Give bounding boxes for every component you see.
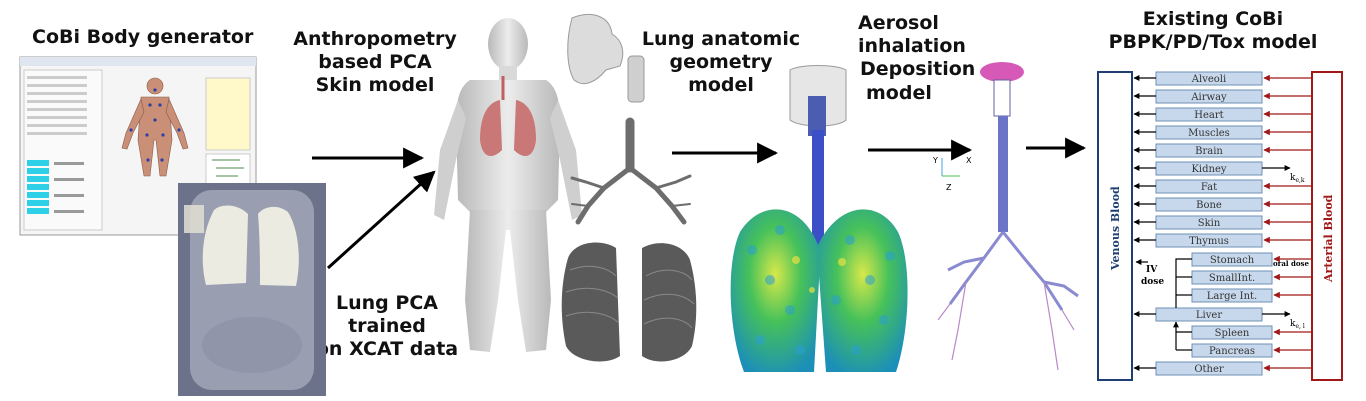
svg-text:Thymus: Thymus (1189, 236, 1229, 247)
pbpk-line-1: Existing CoBi (1142, 8, 1284, 30)
venous-blood-box (1097, 71, 1133, 381)
lung-geometry-line-1: Lung anatomic (641, 28, 801, 50)
svg-text:Bone: Bone (1196, 200, 1222, 211)
lung-surface (561, 242, 697, 362)
lung-pca-line-3: on XCAT data (315, 338, 459, 361)
compartment-pancreas: Pancreas (1191, 343, 1273, 358)
svg-text:Kidney: Kidney (1191, 164, 1226, 175)
compartment-bone: Bone (1155, 197, 1263, 212)
human-body-model (434, 18, 582, 352)
axis-y-label: Y (932, 156, 938, 165)
pbpk-line-2: PBPK/PD/Tox model (1108, 31, 1318, 54)
lung-geometry-label: Lung anatomic geometry model (636, 28, 806, 98)
liver-elimination-label: ke, l (1290, 319, 1305, 330)
lung-geometry-line-2: geometry (669, 51, 773, 74)
compartment-spleen: Spleen (1191, 325, 1273, 340)
compartment-liver: Liver (1155, 307, 1263, 322)
svg-text:Alveoli: Alveoli (1191, 74, 1226, 85)
pca-skin-line-1: Anthropometry (293, 28, 457, 50)
compartment-other: Other (1155, 361, 1263, 376)
svg-text:Muscles: Muscles (1188, 128, 1230, 139)
pca-skin-label: Anthropometry based PCA Skin model (290, 28, 460, 98)
lung-pca-line-1: Lung PCA (336, 292, 438, 314)
svg-text:Large Int.: Large Int. (1207, 291, 1257, 302)
arterial-flow-arrows (1263, 74, 1312, 372)
axis-x-label: X (966, 156, 972, 165)
xcat-torso-scan (178, 183, 326, 396)
lung-pca-label: Lung PCA trained on XCAT data (312, 292, 462, 362)
compartment-muscles: Muscles (1155, 125, 1263, 140)
svg-text:Spleen: Spleen (1215, 328, 1250, 339)
arterial-blood-box (1311, 71, 1343, 381)
aerosol-label: Aerosol inhalation Deposition model (858, 12, 1048, 105)
svg-text:Fat: Fat (1201, 182, 1217, 193)
axes-indicator: Y X Z (932, 156, 972, 192)
compartment-fat: Fat (1155, 179, 1263, 194)
pbpk-label: Existing CoBi PBPK/PD/Tox model (1088, 8, 1338, 54)
compartment-skin: Skin (1155, 215, 1263, 230)
pca-skin-line-3: Skin model (315, 74, 435, 97)
arterial-blood-label: Arterial Blood (1322, 194, 1335, 283)
compartment-stomach: Stomach (1191, 252, 1273, 267)
lung-pca-line-2: trained (348, 315, 426, 338)
oral-dose-label: oral dose (1273, 259, 1309, 268)
compartment-large-int: Large Int. (1191, 288, 1273, 303)
body-generator-figure (121, 77, 189, 177)
svg-text:Other: Other (1194, 364, 1224, 375)
aerosol-line-1: Aerosol inhalation (858, 12, 966, 58)
svg-text:Brain: Brain (1195, 146, 1223, 157)
cfd-lung-model (730, 65, 908, 372)
svg-text:Heart: Heart (1194, 110, 1223, 121)
venous-blood-label: Venous Blood (1109, 186, 1122, 271)
bronchial-tree (570, 117, 692, 225)
svg-text:Airway: Airway (1190, 92, 1227, 103)
iv-dose-label-1: IV (1146, 265, 1158, 275)
svg-text:Liver: Liver (1196, 310, 1222, 321)
lung-geometry-line-3: model (688, 74, 754, 97)
aerosol-line-2: Deposition (860, 58, 976, 81)
venous-flow-arrows (1133, 75, 1291, 371)
body-generator-title: CoBi Body generator (32, 26, 254, 48)
svg-text:Pancreas: Pancreas (1209, 346, 1255, 357)
compartment-heart: Heart (1155, 107, 1263, 122)
svg-text:Skin: Skin (1198, 218, 1221, 229)
aerosol-airway-model: Y X Z (932, 62, 1079, 371)
pbpk-diagram: Venous Blood Arterial Blood Alveoli Airw… (1097, 71, 1343, 381)
arrow-lungpca-to-body (326, 170, 436, 270)
upper-airway-cast (567, 14, 645, 103)
axis-z-label: Z (946, 183, 952, 192)
flow-arrows (312, 137, 1087, 270)
compartment-alveoli: Alveoli (1155, 71, 1263, 86)
compartment-airway: Airway (1155, 89, 1263, 104)
aerosol-line-3: model (866, 81, 932, 104)
compartment-kidney: Kidney (1155, 161, 1263, 176)
iv-dose-label-2: dose (1141, 277, 1164, 287)
kidney-elimination-label: ke,k (1290, 173, 1305, 184)
svg-text:SmallInt.: SmallInt. (1209, 273, 1255, 284)
compartment-brain: Brain (1155, 143, 1263, 158)
compartment-thymus: Thymus (1155, 233, 1263, 248)
compartment-small-int: SmallInt. (1191, 270, 1273, 285)
pca-skin-line-2: based PCA (318, 51, 432, 74)
svg-text:Stomach: Stomach (1210, 255, 1255, 266)
